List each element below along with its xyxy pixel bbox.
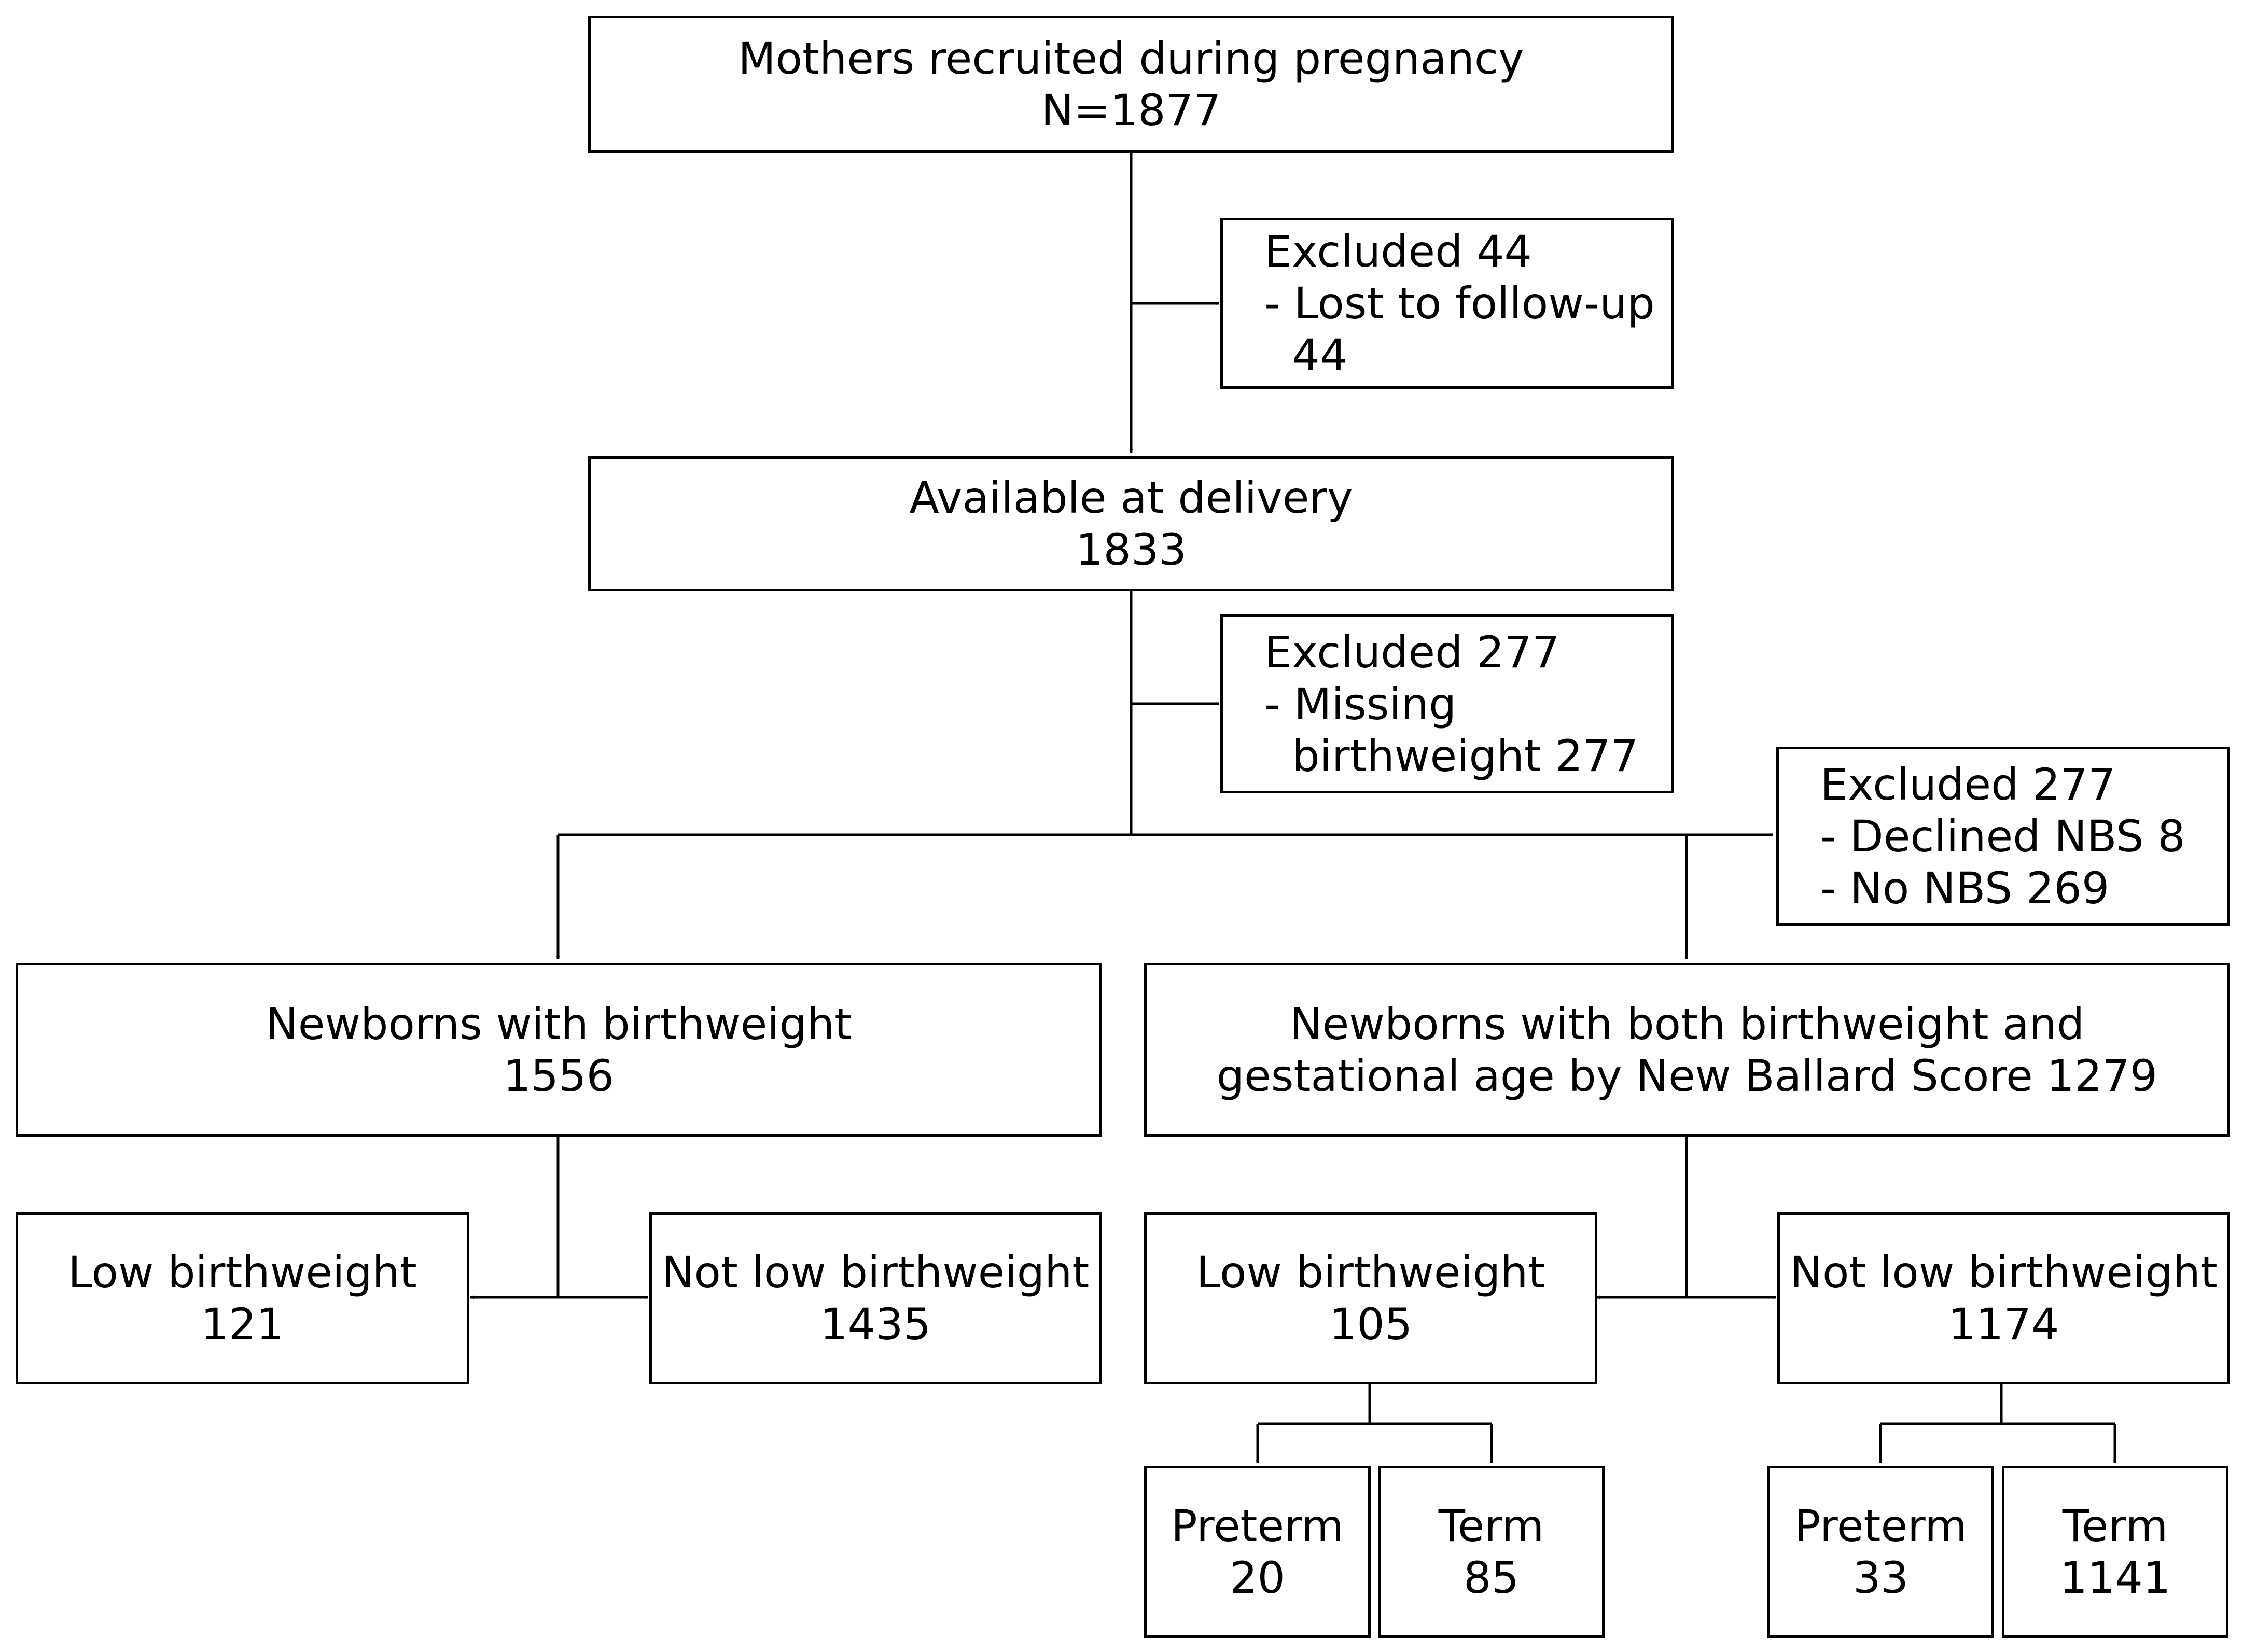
ga-not-low-term-label: Term xyxy=(2062,1501,2168,1551)
bw-cohort-title: Newborns with birthweight xyxy=(265,998,852,1049)
recruited-title: Mothers recruited during pregnancy xyxy=(738,33,1524,84)
ga-low-preterm-count: 20 xyxy=(1230,1552,1285,1603)
ga-low-term-box: Term 85 xyxy=(1378,1466,1605,1638)
ga-not-low-term-count: 1141 xyxy=(2059,1552,2171,1603)
delivery-title: Available at delivery xyxy=(909,472,1353,523)
ga-not-low-box: Not low birthweight 1174 xyxy=(1777,1212,2230,1384)
ga-not-low-preterm-label: Preterm xyxy=(1794,1501,1968,1551)
excluded-1-title: Excluded 44 xyxy=(1264,226,1532,277)
ga-cohort-subtitle: gestational age by New Ballard Score 127… xyxy=(1216,1050,2158,1101)
bw-low-label: Low birthweight xyxy=(68,1247,417,1298)
ga-not-low-preterm-box: Preterm 33 xyxy=(1767,1466,1994,1638)
excluded-2-reason: - Missing xyxy=(1264,678,1457,730)
bw-low-count: 121 xyxy=(201,1299,284,1350)
ga-low-term-label: Term xyxy=(1438,1501,1544,1551)
ga-low-label: Low birthweight xyxy=(1196,1247,1545,1298)
bw-cohort-count: 1556 xyxy=(503,1050,614,1101)
ga-low-term-count: 85 xyxy=(1464,1552,1519,1603)
ga-not-low-term-box: Term 1141 xyxy=(2002,1466,2228,1638)
excluded-3-title: Excluded 277 xyxy=(1820,759,2116,810)
ga-not-low-preterm-count: 33 xyxy=(1853,1552,1908,1603)
excluded-2-reason-detail: birthweight 277 xyxy=(1264,730,1639,781)
ga-cohort-box: Newborns with both birthweight and gesta… xyxy=(1144,963,2230,1137)
ga-not-low-label: Not low birthweight xyxy=(1790,1247,2218,1298)
bw-not-low-count: 1435 xyxy=(820,1299,931,1350)
bw-cohort-box: Newborns with birthweight 1556 xyxy=(16,963,1102,1137)
recruited-count: N=1877 xyxy=(1041,85,1221,136)
excluded-1-reason-count: 44 xyxy=(1264,330,1348,381)
ga-low-preterm-box: Preterm 20 xyxy=(1144,1466,1371,1638)
delivery-box: Available at delivery 1833 xyxy=(588,456,1674,591)
excluded-2-title: Excluded 277 xyxy=(1264,626,1560,678)
ga-cohort-title: Newborns with both birthweight and xyxy=(1289,998,2085,1049)
ga-not-low-count: 1174 xyxy=(1948,1299,2059,1350)
ga-low-preterm-label: Preterm xyxy=(1171,1501,1344,1551)
ga-low-count: 105 xyxy=(1329,1299,1413,1350)
ga-low-box: Low birthweight 105 xyxy=(1144,1212,1597,1384)
excluded-3-reason-no-nbs: - No NBS 269 xyxy=(1820,862,2110,914)
excluded-1-box: Excluded 44 - Lost to follow-up 44 xyxy=(1220,218,1674,389)
excluded-3-reason-declined: - Declined NBS 8 xyxy=(1820,810,2185,862)
excluded-1-reason: - Lost to follow-up xyxy=(1264,278,1655,329)
bw-not-low-label: Not low birthweight xyxy=(661,1247,1090,1298)
excluded-3-box: Excluded 277 - Declined NBS 8 - No NBS 2… xyxy=(1776,747,2230,926)
delivery-count: 1833 xyxy=(1076,524,1187,575)
bw-low-box: Low birthweight 121 xyxy=(16,1212,469,1384)
bw-not-low-box: Not low birthweight 1435 xyxy=(649,1212,1102,1384)
excluded-2-box: Excluded 277 - Missing birthweight 277 xyxy=(1220,614,1674,793)
recruited-box: Mothers recruited during pregnancy N=187… xyxy=(588,16,1674,153)
